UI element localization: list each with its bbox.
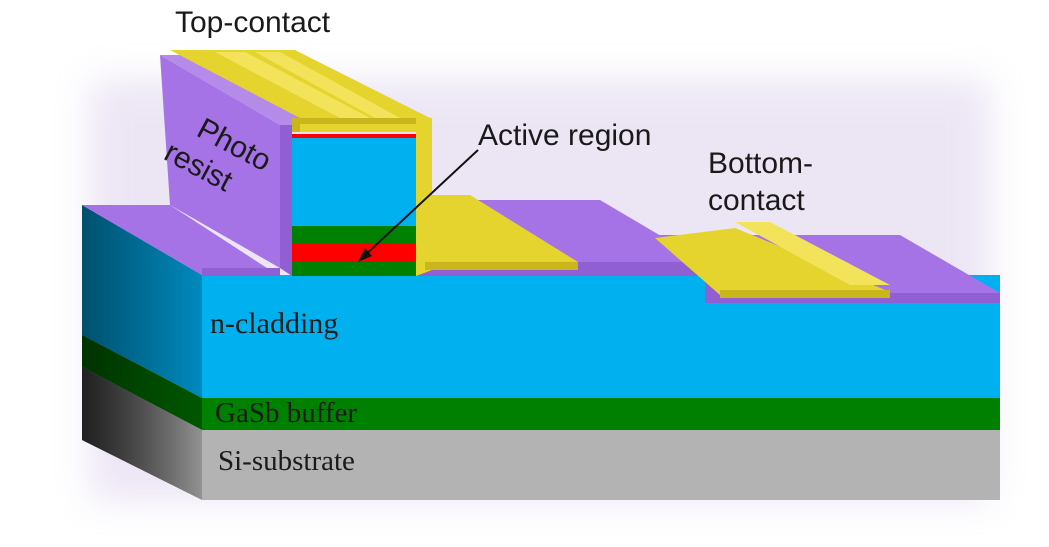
- bottom-contact-label-line2: contact: [708, 184, 805, 217]
- mesa: [292, 134, 416, 276]
- left-plateau-top: [82, 205, 270, 275]
- top-contact-ridge-left: [215, 52, 370, 118]
- top-contact-foot-front: [425, 262, 578, 270]
- bottom-contact-label-line1: Bottom-: [708, 147, 813, 180]
- active-region-label: Active region: [478, 119, 651, 152]
- top-contact-inner-strip: [300, 124, 416, 132]
- n-cladding-label: n-cladding: [210, 307, 338, 340]
- top-contact-foot: [432, 195, 578, 268]
- mesa-green-upper: [292, 226, 416, 244]
- left-plateau-front-edge: [202, 268, 280, 276]
- mesa-active-layer: [292, 244, 416, 262]
- gasb-buffer-label: GaSb buffer: [215, 397, 357, 429]
- top-contact-ridge-right: [255, 52, 400, 118]
- mesa-green-lower: [292, 262, 416, 276]
- arrow-shaft: [361, 149, 479, 259]
- active-region-arrow: [358, 149, 479, 262]
- si-substrate-label: Si-substrate: [218, 445, 355, 477]
- front-substrate-layer: [202, 430, 1000, 500]
- photoresist-wall-face: [160, 55, 280, 268]
- arrow-head: [358, 248, 372, 262]
- front-buffer-layer: [202, 398, 1000, 430]
- bottom-contact-pad: [655, 228, 890, 295]
- chip-left-side: [82, 205, 202, 500]
- step-cladding-fill: [705, 303, 1000, 305]
- top-contact-metal: [170, 50, 578, 276]
- top-contact-sidewall: [416, 118, 432, 276]
- bottom-contact-front: [720, 290, 890, 298]
- bottom-contact-ridge: [735, 222, 890, 285]
- photoresist-wall-right: [280, 125, 292, 276]
- bottom-contact-metal: [655, 222, 890, 298]
- mesa-top-cladding: [292, 138, 416, 226]
- mesa-top-red-line: [292, 134, 416, 138]
- top-contact-label: Top-contact: [175, 6, 331, 39]
- side-shade: [82, 205, 202, 500]
